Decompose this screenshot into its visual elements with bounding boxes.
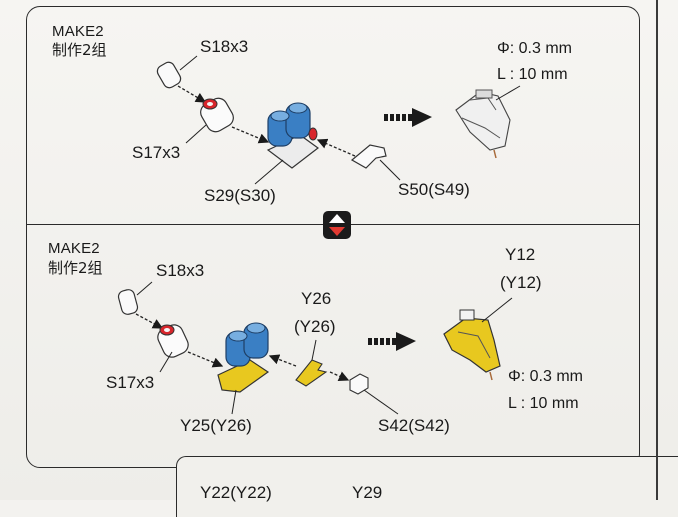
part-s42-block — [349, 373, 369, 395]
part-label-y25: Y25(Y26) — [180, 416, 252, 435]
result-part-top — [455, 89, 511, 159]
spec-length: L : 10 mm — [508, 395, 579, 412]
part-s18-peg — [156, 61, 182, 89]
part-label-s18: S18x3 — [200, 37, 249, 56]
part-label-y22: Y22(Y22) — [200, 483, 272, 502]
part-label-s18: S18x3 — [156, 261, 205, 280]
instruction-sheet — [0, 0, 678, 500]
result-arrow — [368, 332, 416, 351]
part-label-s17: S17x3 — [106, 373, 155, 392]
assembly-illustrations — [117, 55, 521, 415]
part-label-y12-alt: (Y12) — [500, 273, 542, 292]
part-s50-bracket — [350, 144, 387, 169]
result-part-bottom — [443, 309, 501, 381]
make-label: MAKE2 — [52, 23, 104, 40]
part-label-s50: S50(S49) — [398, 180, 470, 199]
part-s18-peg — [117, 289, 139, 315]
part-s17-cylinder — [157, 324, 189, 358]
make-label-cn: 制作2组 — [52, 41, 107, 59]
make-label-cn: 制作2组 — [48, 259, 103, 277]
spec-diameter: Φ: 0.3 mm — [508, 368, 583, 385]
part-label-y12: Y12 — [505, 245, 536, 264]
page-edge — [656, 0, 658, 500]
part-s17-cylinder — [200, 97, 234, 133]
part-y25-assembly — [217, 322, 270, 393]
part-label-s42: S42(S42) — [378, 416, 450, 435]
part-s29-assembly — [266, 102, 320, 169]
spec-diameter: Φ: 0.3 mm — [497, 40, 572, 57]
up-down-swap-icon — [323, 211, 351, 239]
make-label: MAKE2 — [48, 240, 100, 257]
part-label-y26: Y26 — [301, 289, 332, 308]
part-label-y29: Y29 — [352, 483, 383, 502]
part-label-y26-alt: (Y26) — [294, 317, 336, 336]
result-arrow — [384, 108, 432, 127]
part-label-s17: S17x3 — [132, 143, 181, 162]
spec-length: L : 10 mm — [497, 66, 568, 83]
part-label-s29: S29(S30) — [204, 186, 276, 205]
part-y26-bracket — [295, 359, 328, 387]
